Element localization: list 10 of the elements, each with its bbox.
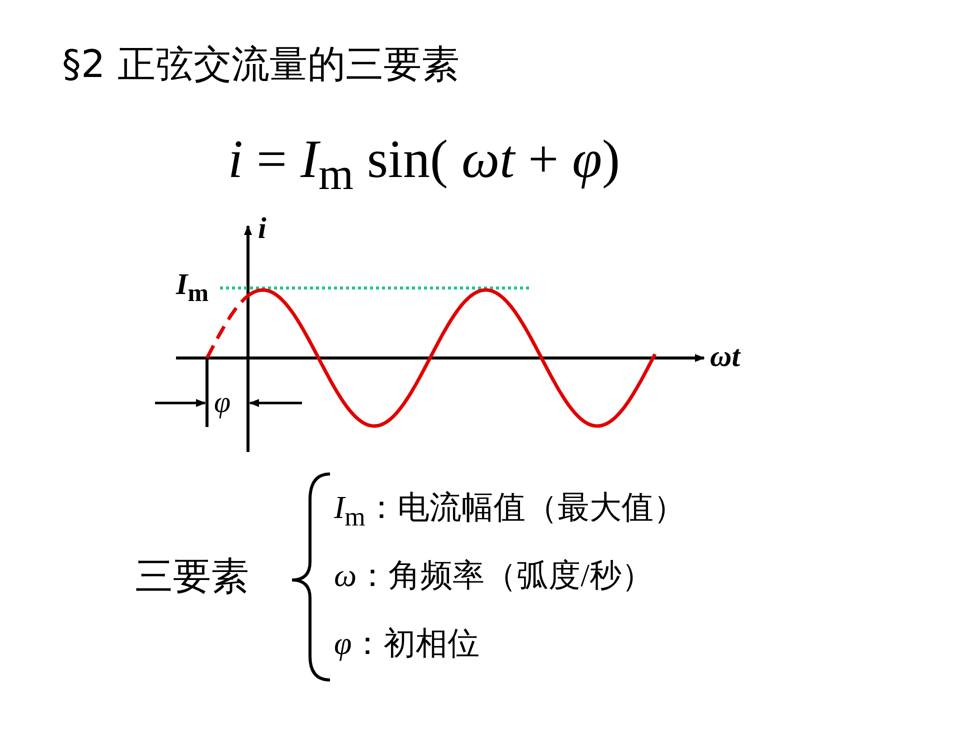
axis-label: ωt <box>710 340 740 373</box>
group-label: 三要素 <box>135 556 249 598</box>
list-item: φ：初相位 <box>334 626 480 662</box>
title: §2 正弦交流量的三要素 <box>62 44 460 86</box>
list-item: ω：角频率（弧度/秒） <box>334 558 654 594</box>
axis-label: I$_{m}$ <box>176 268 209 308</box>
formula: i = I$_{m}$ sin( ωt + φ) <box>228 130 620 200</box>
list-item: I$_{m}$：电流幅值（最大值） <box>334 490 686 532</box>
axis-label: i <box>258 212 266 245</box>
phase-label: φ <box>214 386 231 419</box>
